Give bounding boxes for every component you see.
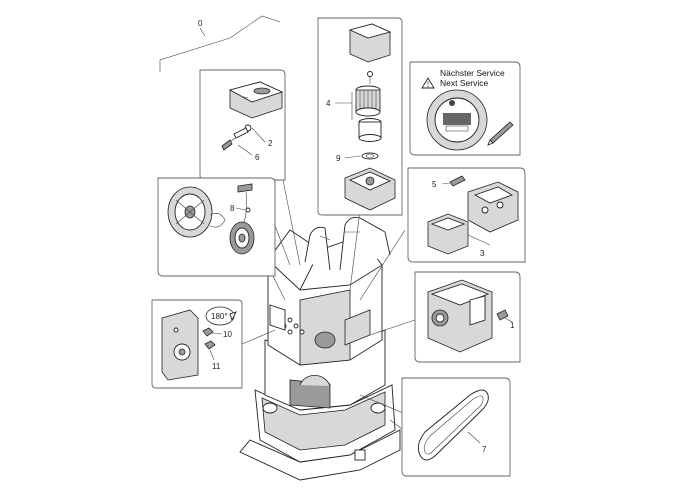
callout-2: 2 [268, 139, 273, 148]
box-fan-cover [151, 299, 243, 389]
plate-compactor-machine [239, 216, 401, 481]
callout-9: 9 [336, 154, 341, 163]
callout-6: 6 [255, 153, 260, 162]
box-filter-elements [317, 17, 403, 216]
box-recoil-starter [157, 177, 276, 277]
callout-3: 3 [480, 249, 485, 258]
callout-10: 10 [223, 330, 232, 339]
callout-7: 7 [482, 445, 487, 454]
callout-0: 0 [198, 19, 203, 28]
box-v-belt [401, 377, 511, 477]
box-cylinder-head [407, 167, 526, 263]
callout-5: 5 [432, 180, 437, 189]
assembly-outline [159, 15, 281, 72]
service-label-en: Next Service [440, 78, 488, 88]
box-service-sticker [409, 61, 521, 156]
callout-8: 8 [230, 204, 235, 213]
rotation-180-label: 180° [211, 312, 228, 321]
callout-4: 4 [326, 99, 331, 108]
service-label-de: Nächster Service [440, 68, 505, 78]
callout-11: 11 [212, 362, 221, 371]
callout-1: 1 [510, 321, 515, 330]
box-air-filter-cover [199, 69, 286, 181]
box-engine-block [414, 271, 521, 363]
